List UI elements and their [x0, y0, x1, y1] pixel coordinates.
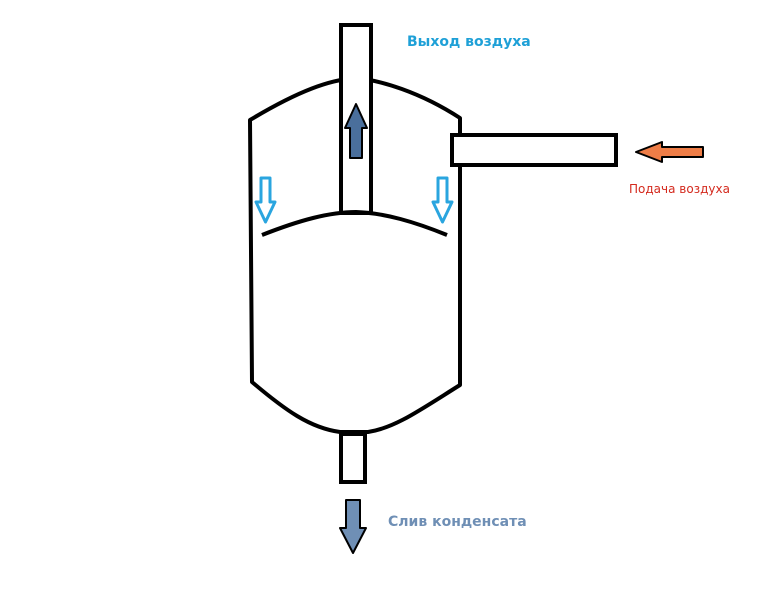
drain-pipe	[339, 432, 367, 484]
arrow-down-icon	[254, 176, 277, 224]
air-inlet-label: Подача воздуха	[629, 182, 730, 196]
arrow-up-icon	[344, 103, 368, 159]
condensate-drain-label: Слив конденсата	[388, 514, 527, 530]
inlet-pipe	[450, 133, 618, 167]
arrow-down-icon	[431, 176, 454, 224]
arrow-left-icon	[635, 141, 704, 163]
baffle-plate	[261, 209, 448, 237]
vessel-outline	[248, 76, 462, 434]
air-outlet-label: Выход воздуха	[407, 34, 531, 50]
arrow-down-icon	[339, 499, 367, 554]
